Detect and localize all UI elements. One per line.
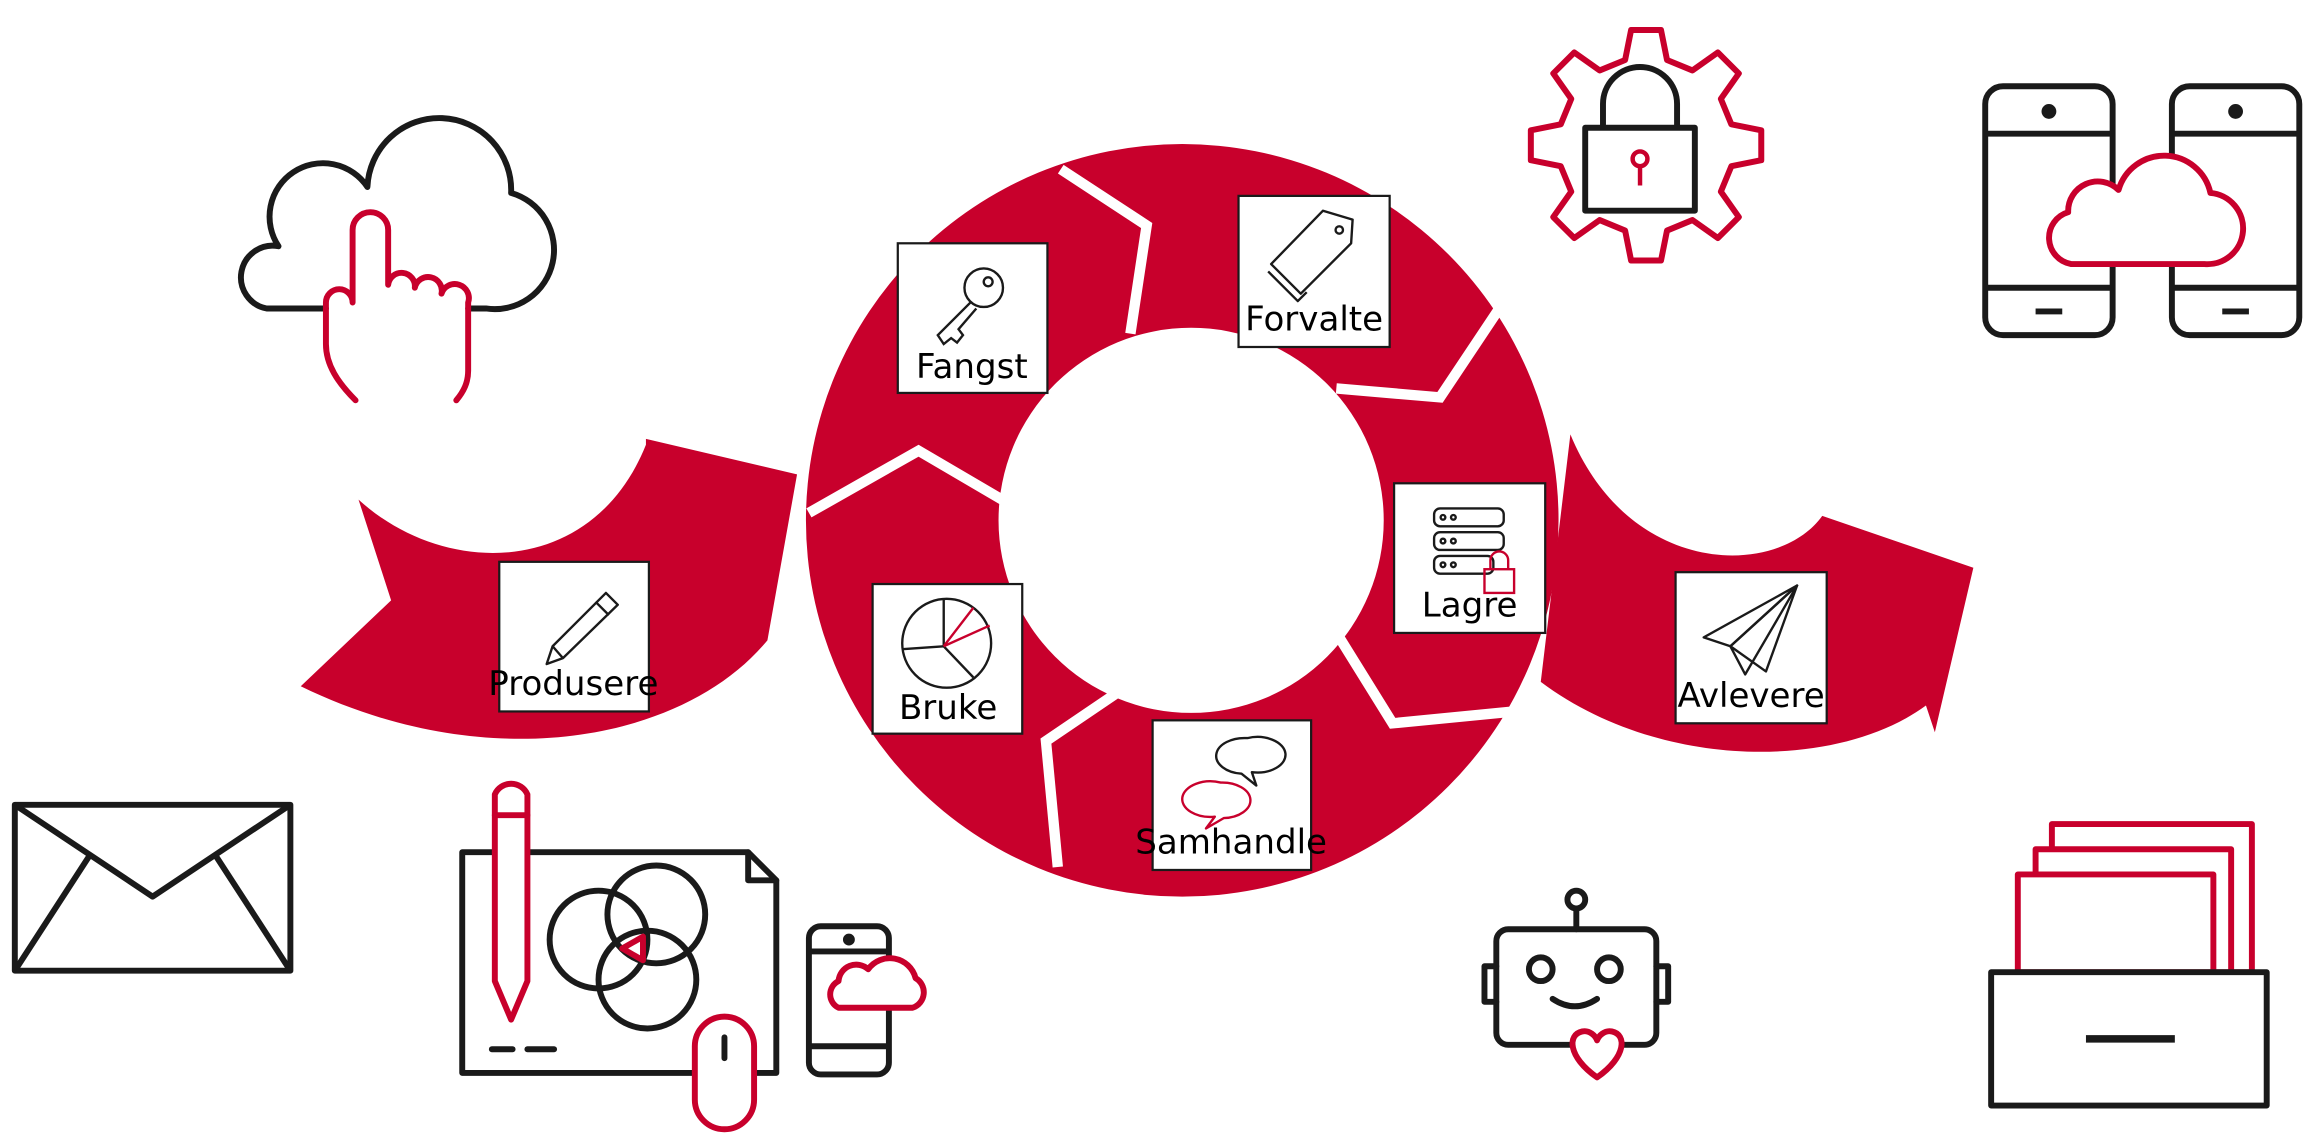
label-lagre: Lagre [1422,586,1518,626]
step-fangst: Fangst [896,242,1049,395]
archive-drawer-icon [1988,821,2270,1109]
padlock-gear-icon [1527,27,1765,264]
pie-chart-icon [901,597,993,689]
ring-separators [806,164,1515,868]
label-samhandle: Samhandle [1135,823,1327,863]
separator-samhandle-bruke [1040,680,1132,868]
step-produsere: Produsere [488,560,658,713]
key-icon [936,267,1005,346]
step-forvalte: Forvalte [1237,194,1391,349]
phone-cloud-icon [805,923,927,1078]
step-avlevere: Avlevere [1674,571,1828,725]
step-lagre: Lagre [1392,482,1547,635]
chat-bubbles-icon [1181,735,1287,830]
separator-lagre-samhandle [1334,634,1515,729]
envelope-icon [11,801,294,974]
pencil-icon [545,591,619,666]
step-samhandle: Samhandle [1135,719,1327,872]
cloud-touch-icon [237,115,557,404]
design-tablet-icon [459,780,780,1133]
label-produsere: Produsere [488,664,658,704]
robot-icon [1481,887,1672,1081]
tag-icon [1267,209,1354,303]
label-forvalte: Forvalte [1245,300,1383,340]
label-fangst: Fangst [916,347,1028,387]
step-bruke: Bruke [871,582,1024,735]
separator-fangst-forvalte [1057,164,1153,335]
label-avlevere: Avlevere [1678,676,1825,716]
phones-cloud-icon [1982,83,2303,339]
separator-bruke-fangst [806,444,1008,518]
separator-forvalte-lagre [1335,305,1504,403]
paper-plane-icon [1702,584,1799,676]
label-bruke: Bruke [899,688,997,728]
server-lock-icon [1432,507,1516,595]
